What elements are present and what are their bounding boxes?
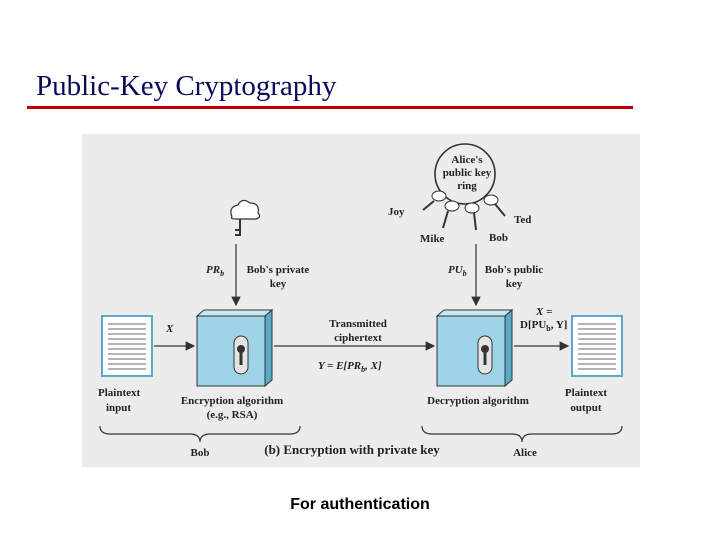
public-key-symbol: PUb — [448, 264, 467, 278]
ring-label-line-1: Alice's — [451, 154, 483, 166]
encryption-algorithm-label-line-1: Encryption algorithm — [181, 395, 283, 407]
lock-icon — [234, 336, 248, 374]
key-icon — [465, 203, 479, 230]
key-owner-mike: Mike — [420, 233, 445, 245]
encryption-diagram: Alice's public key ring Joy Mike Bob Ted… — [82, 134, 640, 467]
key-icon — [484, 195, 505, 216]
key-owner-ted: Ted — [514, 214, 531, 226]
title-rule — [27, 106, 633, 109]
plaintext-input-document — [102, 316, 152, 376]
key-icon — [423, 191, 446, 210]
private-key-symbol: PRb — [206, 264, 224, 278]
bob-brace-label: Bob — [191, 447, 210, 459]
slide-caption: For authentication — [0, 496, 720, 514]
encryption-algorithm-box — [197, 310, 272, 386]
lock-icon — [478, 336, 492, 374]
subfigure-caption: (b) Encryption with private key — [264, 442, 440, 457]
transmitted-label-line-1: Transmitted — [329, 318, 387, 330]
output-variable-top: X = — [535, 306, 552, 318]
plaintext-output-label-line-1: Plaintext — [565, 387, 607, 399]
key-icon — [443, 201, 459, 228]
slide-title: Public-Key Cryptography — [36, 70, 336, 103]
output-variable-bottom: D[PUb, Y] — [520, 319, 567, 333]
plaintext-input-label-line-2: input — [106, 402, 131, 414]
ring-label-line-2: public key — [443, 167, 492, 179]
public-key-label-line-1: Bob's public — [485, 264, 544, 276]
public-key-label-line-2: key — [506, 278, 523, 290]
diagram-figure: Alice's public key ring Joy Mike Bob Ted… — [82, 134, 640, 467]
decryption-algorithm-box — [437, 310, 512, 386]
transmitted-label-line-2: ciphertext — [334, 332, 382, 344]
alice-brace-label: Alice — [513, 447, 537, 459]
alice-brace — [422, 426, 622, 442]
cipher-formula: Y = E[PRb, X] — [318, 360, 382, 374]
private-key-label-line-1: Bob's private — [247, 264, 310, 276]
ring-label-line-3: ring — [457, 180, 477, 192]
input-variable: X — [165, 323, 174, 335]
private-key-label-line-2: key — [270, 278, 287, 290]
private-key-icon — [231, 200, 260, 236]
key-owner-bob: Bob — [489, 232, 508, 244]
plaintext-input-label-line-1: Plaintext — [98, 387, 140, 399]
key-owner-joy: Joy — [388, 206, 405, 218]
plaintext-output-label-line-2: output — [570, 402, 602, 414]
plaintext-output-document — [572, 316, 622, 376]
bob-brace — [100, 426, 300, 442]
encryption-algorithm-label-line-2: (e.g., RSA) — [207, 409, 258, 421]
decryption-algorithm-label: Decryption algorithm — [427, 395, 529, 407]
